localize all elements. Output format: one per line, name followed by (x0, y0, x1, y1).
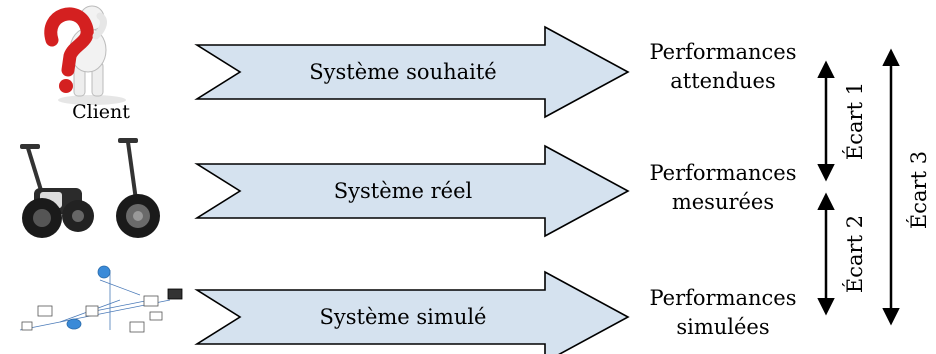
gap-1-label: Écart 1 (843, 82, 867, 160)
arrow-real-system (194, 144, 630, 238)
client-label: Client (72, 101, 130, 123)
simulated-system-label: Système simulé (320, 305, 487, 329)
expected-performance-line2: attendues (670, 69, 776, 93)
measured-performance-line2: mesurées (672, 190, 774, 214)
desired-system-label: Système souhaité (309, 60, 496, 84)
simulation-model-illustration (19, 265, 183, 333)
measured-performance-line1: Performances (649, 161, 796, 185)
expected-performance-line1: Performances (649, 40, 796, 64)
simulated-performance-line1: Performances (649, 286, 796, 310)
arrow-simulated-system (194, 270, 630, 354)
gap-2-label: Écart 2 (843, 215, 867, 293)
arrow-desired-system (194, 25, 630, 119)
segway-illustration (20, 138, 160, 238)
client-illustration (44, 5, 126, 105)
simulated-performance-line2: simulées (676, 315, 769, 339)
gap-3-label: Écart 3 (907, 151, 931, 229)
real-system-label: Système réel (334, 179, 473, 203)
